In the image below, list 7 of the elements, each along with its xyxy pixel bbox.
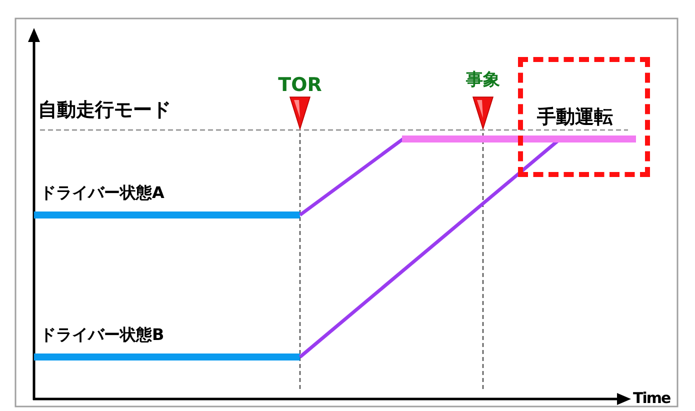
highlight-box: 手動運転 [518,57,650,177]
state-label: ドライバー状態A [40,185,164,201]
state-label: ドライバー状態B [40,327,164,343]
marker-label: TOR [278,76,322,95]
marker-label: 事象 [466,72,500,89]
axis-label: Time [633,391,670,406]
mode-label: 自動走行モード [38,101,171,120]
